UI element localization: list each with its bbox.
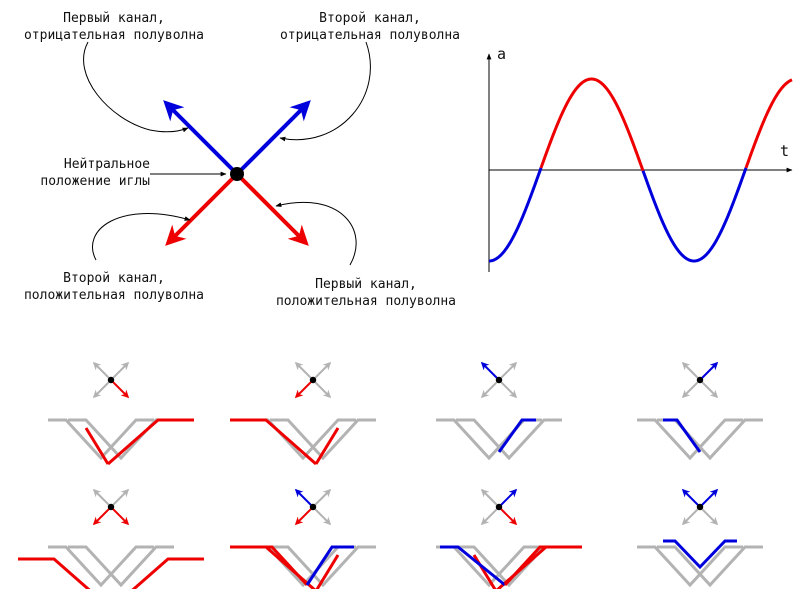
panel-arrow-lr	[699, 506, 719, 526]
panel-needle-dot	[107, 376, 115, 384]
groove-wall-blue	[663, 418, 702, 453]
panel-arrow-lr	[312, 506, 332, 526]
motion-panel	[48, 361, 194, 466]
panel-arrow-ll	[480, 379, 500, 399]
panel-arrow-lr	[110, 379, 130, 399]
panel-needle-dot	[495, 503, 503, 511]
panel-needle-dot	[309, 376, 317, 384]
label-ch2-positive: Второй канал, положительная полуволна	[23, 271, 204, 303]
leader-ch2-neg	[279, 41, 371, 142]
groove-wall-red	[314, 554, 340, 592]
label-neutral: Нейтральное положение иглы	[40, 157, 150, 189]
leader-lines	[83, 41, 371, 266]
panel-needle-dot	[309, 503, 317, 511]
leader-ch1-pos	[275, 201, 357, 266]
main-cross	[163, 100, 311, 246]
groove-wall-gray	[270, 418, 376, 461]
panel-arrow-ll	[681, 379, 701, 399]
motion-panel	[18, 488, 204, 593]
label-ch2-negative: Второй канал, отрицательная полуволна	[279, 11, 460, 43]
motion-panels	[18, 361, 763, 593]
panel-arrow-ur	[498, 361, 518, 381]
motion-panel	[436, 488, 582, 593]
panel-arrow-ll	[294, 379, 314, 399]
panel-arrow-ul	[681, 488, 701, 508]
panel-needle-dot	[107, 503, 115, 511]
groove-wall-red	[230, 418, 317, 466]
groove-wall-red	[314, 427, 340, 465]
panel-arrow-ur	[699, 361, 719, 381]
groove-wall-gray	[637, 418, 743, 461]
panel-arrow-ll	[92, 506, 112, 526]
panel-arrow-lr	[498, 506, 518, 526]
panel-arrow-ur	[312, 361, 332, 381]
wave-negative-segment	[488, 167, 543, 263]
groove-wall-blue	[440, 545, 506, 587]
panel-arrow-ur	[312, 488, 332, 508]
groove-wall-gray	[270, 545, 376, 588]
leader-ch1-neg	[83, 41, 189, 133]
groove-wall-gray	[456, 418, 562, 461]
groove-wall-red	[84, 427, 110, 465]
arrow-ch2-negative	[235, 100, 311, 176]
wave-positive-segment	[539, 77, 645, 172]
motion-panel	[637, 488, 763, 588]
panel-arrow-ll	[480, 506, 500, 526]
wave-negative-segment	[641, 167, 748, 263]
motion-panel	[230, 361, 376, 466]
panel-arrow-lr	[699, 379, 719, 399]
panel-arrow-ul	[480, 488, 500, 508]
groove-wall-red	[107, 418, 194, 466]
arrow-ch2-positive	[165, 172, 239, 246]
panel-arrow-ul	[681, 361, 701, 381]
waveform	[488, 77, 793, 263]
label-ch1-negative: Первый канал, отрицательная полуволна	[23, 11, 204, 43]
groove-wall-red	[240, 545, 309, 587]
groove-wall-gray	[637, 545, 743, 588]
panel-needle-dot	[696, 376, 704, 384]
panel-needle-dot	[495, 376, 503, 384]
motion-panel	[436, 361, 562, 461]
groove-wall-gray	[48, 418, 154, 461]
waveform-graph	[486, 53, 793, 272]
panel-arrow-lr	[110, 506, 130, 526]
wave-positive-segment	[744, 78, 793, 169]
panel-arrow-ul	[92, 488, 112, 508]
panel-arrow-ll	[294, 506, 314, 526]
groove-wall-gray	[68, 545, 174, 588]
y-axis-label: a	[497, 45, 507, 63]
panel-arrow-ll	[92, 379, 112, 399]
label-ch1-positive: Первый канал, положительная полуволна	[275, 277, 456, 309]
groove-wall-gray	[48, 545, 154, 588]
groove-wall-blue	[497, 418, 536, 453]
x-axis-label: t	[780, 142, 790, 160]
arrow-ch1-positive	[235, 172, 309, 246]
panel-arrow-ul	[294, 361, 314, 381]
leader-ch2-pos	[92, 213, 191, 261]
panel-arrow-ur	[498, 488, 518, 508]
panel-arrow-ul	[294, 488, 314, 508]
needle-dot	[230, 167, 244, 181]
groove-wall-blue	[305, 545, 354, 586]
panel-arrow-ur	[110, 488, 130, 508]
groove-wall-red	[503, 545, 566, 587]
panel-arrow-lr	[498, 379, 518, 399]
panel-arrow-lr	[312, 379, 332, 399]
groove-wall-red	[18, 557, 204, 593]
motion-panel	[637, 361, 763, 461]
panel-arrow-ur	[699, 488, 719, 508]
panel-needle-dot	[696, 503, 704, 511]
panel-arrow-ul	[92, 361, 112, 381]
arrow-ch1-negative	[163, 100, 239, 176]
panel-arrow-ur	[110, 361, 130, 381]
groove-wall-gray	[657, 545, 763, 588]
motion-panel	[230, 488, 376, 593]
panel-arrow-ul	[480, 361, 500, 381]
groove-wall-blue	[663, 539, 737, 570]
panel-arrow-ll	[681, 506, 701, 526]
